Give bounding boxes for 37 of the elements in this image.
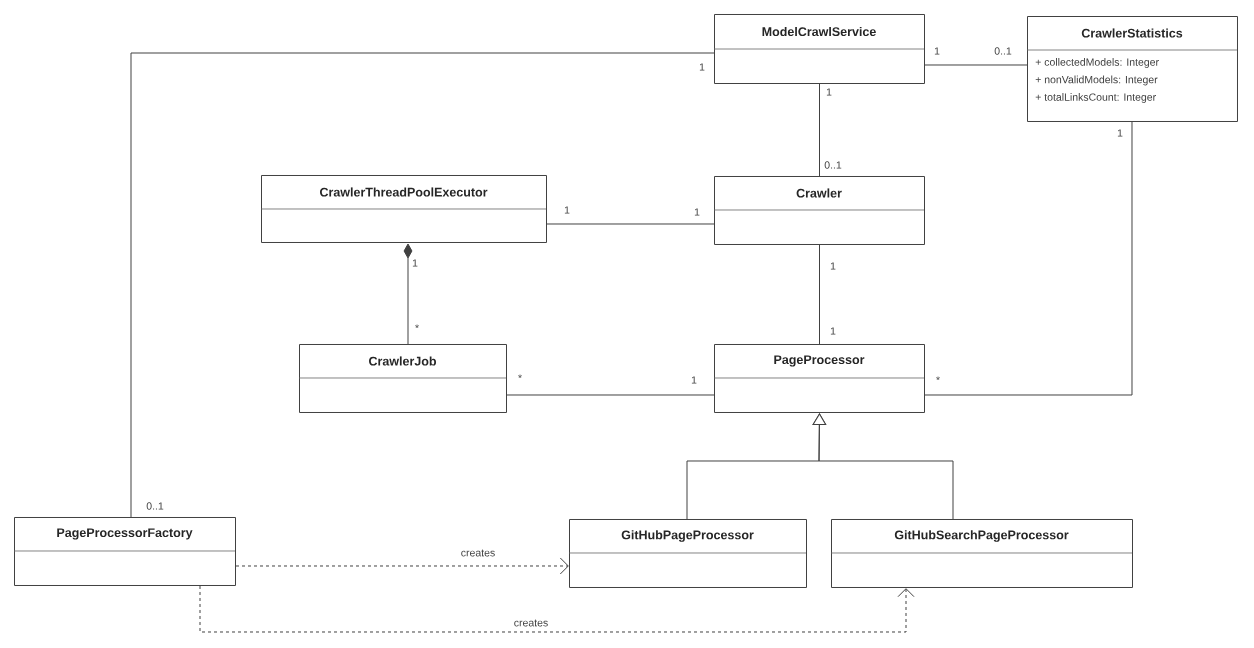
association-line — [403, 243, 413, 345]
edge-label: creates — [512, 618, 550, 628]
multiplicity-label: 1 — [830, 327, 836, 335]
class-box: GitHubSearchPageProcessor — [830, 519, 1133, 588]
multiplicity-label: 1 — [830, 262, 836, 270]
multiplicity-label: 0..1 — [994, 47, 1012, 55]
association-line — [819, 83, 820, 177]
multiplicity-label: * — [936, 376, 940, 381]
class-box: CrawlerThreadPoolExecutor — [260, 175, 547, 243]
multiplicity-label: 1 — [826, 88, 832, 96]
association-line — [812, 413, 954, 520]
class-box: CrawlerJob — [298, 344, 507, 413]
association-line — [130, 52, 715, 518]
class-box: PageProcessor — [713, 344, 925, 413]
association-line — [235, 557, 569, 575]
class-box: GitHubPageProcessor — [568, 519, 807, 588]
association-line — [924, 64, 1028, 66]
edge-label: creates — [459, 548, 497, 558]
multiplicity-label: * — [518, 374, 522, 379]
class-box: CrawlerStatistics + collectedModels: Integer + nonValidModels: Integer + totalLinksCount: Integer — [1026, 16, 1238, 122]
multiplicity-label: 1 — [694, 208, 700, 216]
multiplicity-label: 0..1 — [824, 161, 842, 169]
multiplicity-label: 1 — [691, 376, 697, 384]
class-box: ModelCrawlService — [713, 14, 925, 84]
association-line — [819, 244, 820, 345]
multiplicity-label: 1 — [564, 206, 570, 214]
multiplicity-label: 1 — [934, 47, 940, 55]
multiplicity-label: * — [415, 324, 419, 329]
multiplicity-label: 1 — [699, 63, 705, 71]
association-line — [924, 121, 1133, 396]
multiplicity-label: 1 — [412, 259, 418, 267]
class-box: PageProcessorFactory — [13, 517, 236, 586]
multiplicity-label: 1 — [1117, 129, 1123, 137]
class-box: Crawler — [713, 176, 925, 245]
association-line — [506, 394, 715, 396]
association-line — [199, 585, 915, 633]
association-line — [546, 223, 715, 225]
